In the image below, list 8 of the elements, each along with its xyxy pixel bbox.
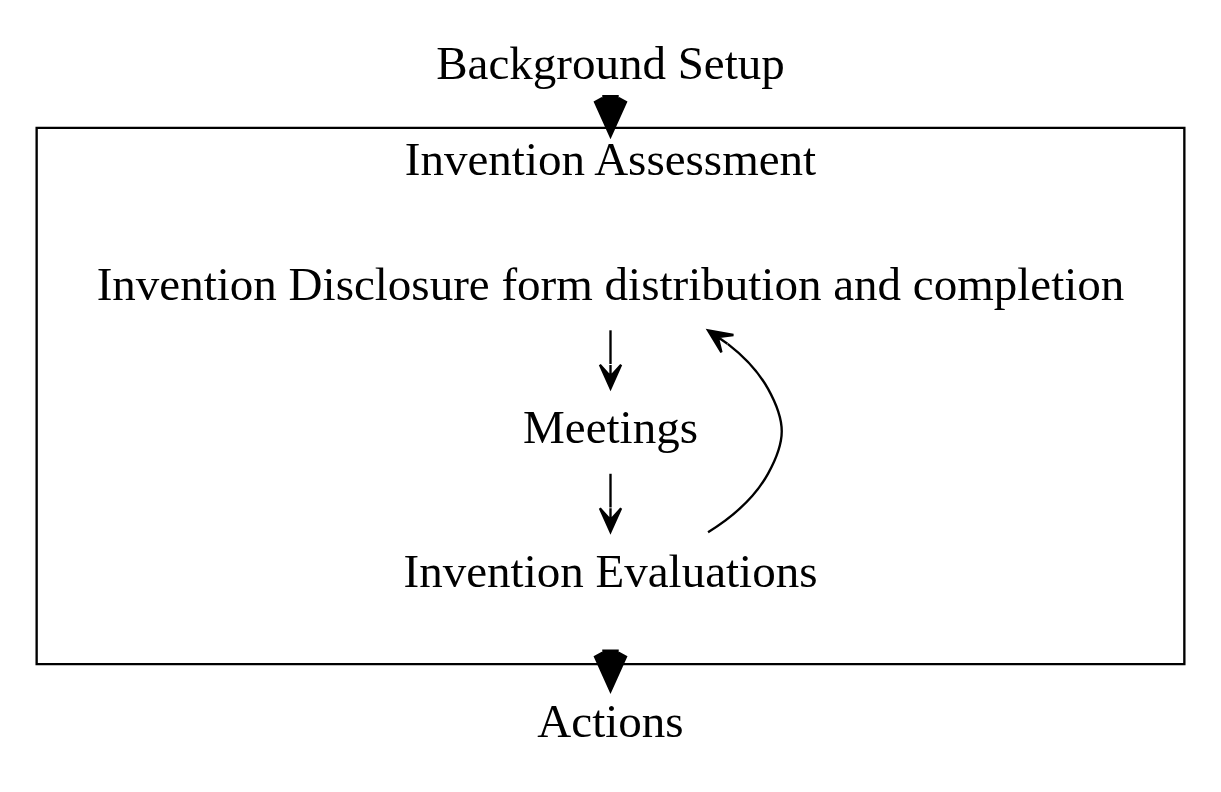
node-text: Invention Evaluations xyxy=(403,544,818,597)
node-text: Invention Disclosure form distribution and completion xyxy=(96,257,1125,310)
node-text: Background Setup xyxy=(436,36,785,89)
arrow xyxy=(598,330,623,390)
node-text: Meetings xyxy=(523,401,698,454)
arrow xyxy=(598,473,623,534)
node-text: Actions xyxy=(537,695,684,748)
arrow xyxy=(706,329,783,534)
